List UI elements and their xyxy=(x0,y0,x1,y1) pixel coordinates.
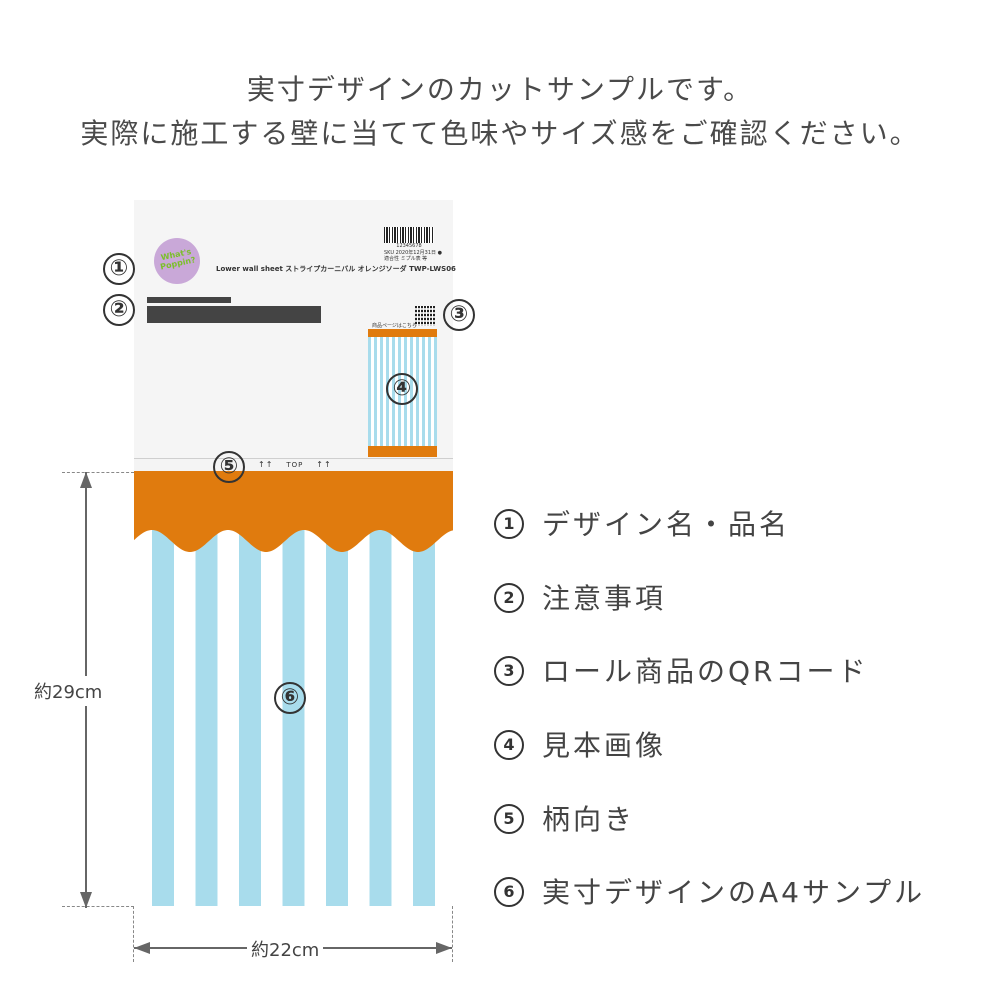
thumbnail-top-band xyxy=(368,329,437,337)
legend-number: 5 xyxy=(494,804,524,834)
up-arrows-icon: ↑↑ xyxy=(316,460,332,469)
caution-bar-long xyxy=(147,306,321,323)
barcode-icon xyxy=(384,227,434,243)
logo-text: What's Poppin? xyxy=(159,246,197,272)
brand-logo: What's Poppin? xyxy=(154,238,200,284)
marker-1: ① xyxy=(103,253,135,285)
sample-sheet: What's Poppin? 12345678 SKU 2020年12月31日 … xyxy=(134,200,456,906)
marker-2: ② xyxy=(103,294,135,326)
intro-line-1: 実寸デザインのカットサンプルです。 xyxy=(246,73,754,106)
legend-text: 見本画像 xyxy=(542,729,667,762)
dim-guide-left xyxy=(133,906,134,962)
thumbnail-bottom-band xyxy=(368,446,437,457)
pattern-sample xyxy=(134,471,453,906)
marker-4: ④ xyxy=(386,373,418,405)
qr-label: 商品ページはこちら xyxy=(372,323,417,329)
top-indicator: ↑↑ TOP ↑↑ xyxy=(258,460,332,469)
top-label: TOP xyxy=(286,461,304,469)
pattern-stripe xyxy=(369,471,392,906)
legend-number: 1 xyxy=(494,509,524,539)
caution-bar-short xyxy=(147,297,231,303)
dim-guide-right xyxy=(452,906,453,962)
pattern-stripe xyxy=(152,471,174,906)
dim-guide-bottom xyxy=(62,906,134,907)
marker-6: ⑥ xyxy=(274,682,306,714)
legend-text: ロール商品のQRコード xyxy=(542,655,869,688)
sheet-header: What's Poppin? 12345678 SKU 2020年12月31日 … xyxy=(134,200,456,458)
legend-number: 4 xyxy=(494,730,524,760)
legend-number: 2 xyxy=(494,583,524,613)
legend-text: 注意事項 xyxy=(542,582,667,615)
marker-3: ③ xyxy=(443,299,475,331)
legend-text: 柄向き xyxy=(542,803,636,836)
width-label: 約22cm xyxy=(247,936,324,962)
legend-text: デザイン名・品名 xyxy=(542,508,791,541)
pattern-stripe xyxy=(239,471,261,906)
legend-text: 実寸デザインのA4サンプル xyxy=(542,876,926,909)
cut-line xyxy=(134,458,453,459)
marker-5: ⑤ xyxy=(213,451,245,483)
height-label: 約29cm xyxy=(34,676,103,706)
sample-thumbnail xyxy=(368,329,437,457)
qr-code-icon xyxy=(415,306,435,326)
product-name: Lower wall sheet ストライプカーニバル オレンジソーダ TWP-… xyxy=(216,265,456,273)
legend-number: 3 xyxy=(494,656,524,686)
pattern-stripe xyxy=(413,471,435,906)
pattern-stripe xyxy=(195,471,218,906)
dim-guide-top xyxy=(62,472,134,473)
stripe-carnival-pattern xyxy=(134,471,453,906)
pattern-stripe xyxy=(326,471,348,906)
small-info: SKU 2020年12月31日 ● 適合性 ミプル表 等 xyxy=(384,250,442,262)
up-arrows-icon: ↑↑ xyxy=(258,460,274,469)
barcode-number: 12345678 xyxy=(396,243,422,249)
intro-line-2: 実際に施工する壁に当てて色味やサイズ感をご確認ください。 xyxy=(80,117,920,150)
legend-number: 6 xyxy=(494,877,524,907)
